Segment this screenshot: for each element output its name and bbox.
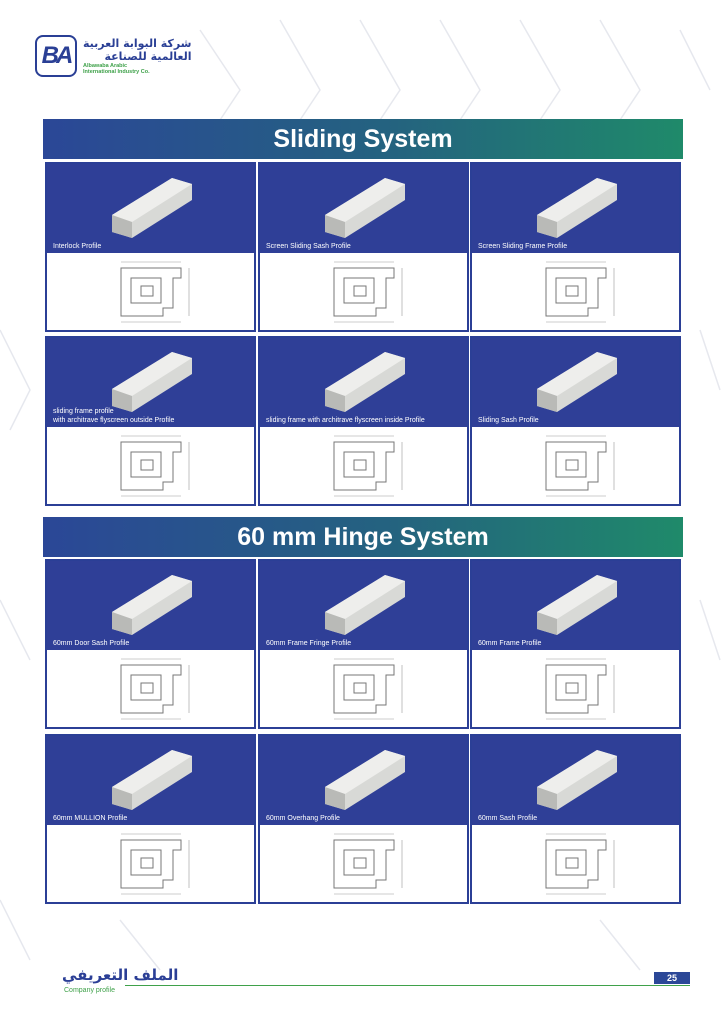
profile-drawing bbox=[260, 253, 467, 332]
profile-label: 60mm Sash Profile bbox=[478, 815, 538, 822]
profile-photo: 60mm Frame Fringe Profile bbox=[260, 561, 467, 650]
profile-card: 60mm Frame Profile bbox=[470, 559, 681, 729]
profile-card: Sliding Sash Profile bbox=[470, 336, 681, 506]
section-title-hinge: 60 mm Hinge System bbox=[43, 517, 683, 557]
profile-photo: sliding frame with architrave flyscreen … bbox=[260, 338, 467, 427]
cross-section-drawing bbox=[314, 828, 414, 902]
cross-section-drawing bbox=[101, 256, 201, 330]
profile-photo: Screen Sliding Frame Profile bbox=[472, 164, 679, 253]
profile-label: sliding frame profile with architrave fl… bbox=[53, 408, 175, 424]
cross-section-drawing bbox=[526, 430, 626, 504]
profile-drawing bbox=[472, 253, 679, 332]
profile-photo: 60mm Sash Profile bbox=[472, 736, 679, 825]
cross-section-drawing bbox=[101, 653, 201, 727]
profile-card: Screen Sliding Sash Profile bbox=[258, 162, 469, 332]
profile-label: 60mm MULLION Profile bbox=[53, 815, 128, 822]
logo-arabic-line2: العالمية للصناعة bbox=[104, 50, 192, 63]
profile-card: 60mm Sash Profile bbox=[470, 734, 681, 904]
profile-drawing bbox=[472, 427, 679, 506]
logo-english-line1: Albawaba Arabic bbox=[83, 63, 128, 69]
profile-card: 60mm Overhang Profile bbox=[258, 734, 469, 904]
profile-photo: 60mm Frame Profile bbox=[472, 561, 679, 650]
profile-drawing bbox=[260, 650, 467, 729]
cross-section-drawing bbox=[526, 256, 626, 330]
cross-section-drawing bbox=[526, 653, 626, 727]
footer-divider bbox=[125, 985, 690, 986]
cross-section-drawing bbox=[101, 430, 201, 504]
company-logo: BA شركة البوابة العربية العالمية للصناعة… bbox=[35, 35, 192, 77]
cross-section-drawing bbox=[314, 653, 414, 727]
profile-drawing bbox=[260, 427, 467, 506]
logo-arabic-line1: شركة البوابة العربية bbox=[83, 37, 192, 50]
profile-card: sliding frame profile with architrave fl… bbox=[45, 336, 256, 506]
cross-section-drawing bbox=[314, 430, 414, 504]
profile-label: 60mm Frame Fringe Profile bbox=[266, 640, 352, 647]
profile-card: sliding frame with architrave flyscreen … bbox=[258, 336, 469, 506]
profile-label: Screen Sliding Sash Profile bbox=[266, 243, 351, 250]
profile-photo: sliding frame profile with architrave fl… bbox=[47, 338, 254, 427]
profile-photo: 60mm Overhang Profile bbox=[260, 736, 467, 825]
profile-drawing bbox=[47, 427, 254, 506]
profile-photo: 60mm MULLION Profile bbox=[47, 736, 254, 825]
profile-card: Interlock Profile bbox=[45, 162, 256, 332]
profile-photo: 60mm Door Sash Profile bbox=[47, 561, 254, 650]
profile-drawing bbox=[472, 650, 679, 729]
footer-arabic-title: الملف التعريفي bbox=[62, 966, 179, 984]
profile-label: 60mm Door Sash Profile bbox=[53, 640, 130, 647]
profile-drawing bbox=[260, 825, 467, 904]
cross-section-drawing bbox=[314, 256, 414, 330]
page-number: 25 bbox=[654, 972, 690, 984]
profile-drawing bbox=[47, 825, 254, 904]
profile-card: 60mm Frame Fringe Profile bbox=[258, 559, 469, 729]
logo-english-line2: International Industry Co. bbox=[83, 69, 150, 75]
profile-photo: Sliding Sash Profile bbox=[472, 338, 679, 427]
logo-mark: BA bbox=[35, 35, 77, 77]
profile-label: Screen Sliding Frame Profile bbox=[478, 243, 568, 250]
cross-section-drawing bbox=[101, 828, 201, 902]
profile-drawing bbox=[47, 253, 254, 332]
profile-label: 60mm Frame Profile bbox=[478, 640, 542, 647]
profile-photo: Interlock Profile bbox=[47, 164, 254, 253]
profile-card: Screen Sliding Frame Profile bbox=[470, 162, 681, 332]
profile-label: Sliding Sash Profile bbox=[478, 417, 539, 424]
profile-drawing bbox=[472, 825, 679, 904]
cross-section-drawing bbox=[526, 828, 626, 902]
section-title-sliding: Sliding System bbox=[43, 119, 683, 159]
profile-label: Interlock Profile bbox=[53, 243, 102, 250]
profile-photo: Screen Sliding Sash Profile bbox=[260, 164, 467, 253]
profile-card: 60mm MULLION Profile bbox=[45, 734, 256, 904]
profile-drawing bbox=[47, 650, 254, 729]
footer-english-title: Company profile bbox=[64, 987, 115, 994]
profile-label: sliding frame with architrave flyscreen … bbox=[266, 417, 425, 424]
profile-label: 60mm Overhang Profile bbox=[266, 815, 340, 822]
profile-card: 60mm Door Sash Profile bbox=[45, 559, 256, 729]
